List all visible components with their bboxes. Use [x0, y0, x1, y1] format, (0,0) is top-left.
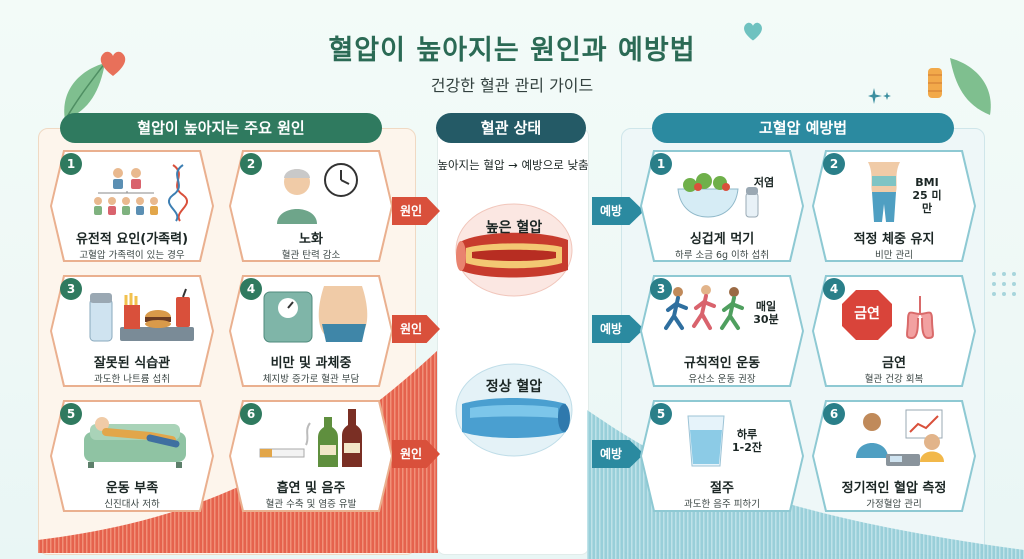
prevention-desc: 비만 관리: [875, 250, 913, 261]
falling-trend-graphic: [587, 410, 1024, 559]
elderly-clock-icon: [277, 163, 358, 224]
high-bp-vessel-icon: [455, 203, 573, 297]
cause-title: 노화: [299, 232, 323, 247]
cause-title: 비만 및 과체중: [270, 356, 352, 371]
cause-number: 6: [240, 403, 262, 425]
prevention-badge: 저염: [753, 176, 775, 189]
prevention-title: 규칙적인 운동: [683, 356, 761, 371]
prevention-title: 절주: [710, 481, 734, 496]
cigarette-bottles-icon: [259, 409, 362, 467]
normal-bp-label: 정상 혈압: [485, 379, 543, 395]
cause-arrow: 원인: [392, 197, 440, 225]
vessel-header: 혈관 상태: [436, 113, 586, 143]
cause-title: 흡연 및 음주: [276, 481, 346, 496]
prevention-number: 6: [823, 403, 845, 425]
prevention-desc: 혈관 건강 회복: [864, 374, 924, 385]
heart-icon: [100, 51, 126, 76]
leaf-right-icon: [928, 58, 991, 115]
page-title: 혈압이 높아지는 원인과 예방법: [328, 35, 696, 66]
bp-monitor-icon: [856, 409, 944, 466]
cause-number: 1: [60, 153, 82, 175]
scale-belly-icon: [263, 286, 368, 343]
water-glass-icon: [687, 415, 725, 467]
prevention-title: 금연: [882, 356, 906, 371]
heart-icon: [744, 22, 762, 41]
cause-number: 3: [60, 278, 82, 300]
cause-desc: 혈관 수축 및 염증 유발: [265, 499, 357, 510]
causes-header: 혈압이 높아지는 주요 원인: [60, 113, 382, 143]
prevention-desc: 하루 소금 6g 이하 섭취: [674, 250, 770, 261]
prevention-title: 정기적인 혈압 측정: [841, 481, 947, 496]
salad-salt-icon: [677, 173, 759, 218]
cause-number: 5: [60, 403, 82, 425]
prevention-number: 4: [823, 278, 845, 300]
dots-decoration: [992, 272, 1016, 296]
prevention-header: 고혈압 예방법: [652, 113, 954, 143]
prevention-number: 3: [650, 278, 672, 300]
prevention-number: 5: [650, 403, 672, 425]
runners-icon: [664, 285, 744, 330]
salt-fastfood-icon: [89, 288, 194, 342]
normal-bp-vessel-icon: [455, 363, 573, 457]
page-subtitle: 건강한 혈관 관리 가이드: [430, 76, 594, 95]
prevention-badge: BMI 25 미만: [912, 176, 942, 215]
prevention-title: 적정 체중 유지: [853, 232, 935, 247]
sparkle-icon: [868, 88, 891, 104]
cause-title: 잘못된 식습관: [93, 356, 171, 371]
prevention-title: 싱겁게 먹기: [689, 232, 755, 247]
vessel-flow-text: 높아지는 혈압 → 예방으로 낮춤: [437, 158, 589, 172]
prevention-desc: 가정혈압 관리: [866, 499, 922, 510]
couch-person-icon: [84, 417, 186, 468]
prevention-badge: 하루 1-2잔: [732, 428, 762, 454]
prevention-number: 1: [650, 153, 672, 175]
cause-desc: 고혈압 가족력이 있는 경우: [79, 250, 185, 261]
no-smoking-lungs-icon: [842, 290, 934, 340]
no-smoking-sign-label: 금연: [854, 306, 880, 322]
prevention-badge: 매일 30분: [753, 300, 779, 326]
prevention-desc: 유산소 운동 권장: [688, 374, 756, 385]
cause-title: 유전적 요인(가족력): [75, 232, 189, 247]
cause-desc: 혈관 탄력 감소: [281, 250, 341, 261]
cause-desc: 체지방 증가로 혈관 부담: [262, 374, 360, 385]
cause-number: 2: [240, 153, 262, 175]
body-shape-icon: [868, 162, 900, 222]
vessel-panel: [437, 128, 589, 555]
high-bp-label: 높은 혈압: [485, 220, 543, 236]
cause-number: 4: [240, 278, 262, 300]
prevention-desc: 과도한 음주 피하기: [684, 499, 760, 510]
cause-desc: 과도한 나트륨 섭취: [94, 374, 170, 385]
cause-desc: 신진대사 저하: [104, 499, 160, 510]
family-dna-icon: [94, 164, 189, 222]
prevention-number: 2: [823, 153, 845, 175]
cause-title: 운동 부족: [105, 481, 159, 496]
cause-arrow: 원인: [392, 315, 440, 343]
